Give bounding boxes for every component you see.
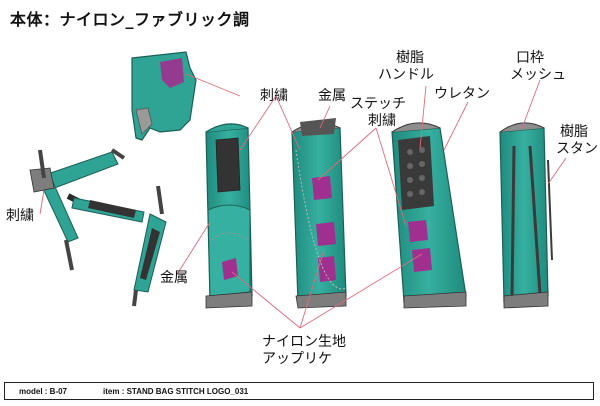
bag-front-view bbox=[205, 123, 253, 309]
label-mouth-frame-1: 口枠 bbox=[516, 50, 544, 66]
hood-cover bbox=[131, 51, 197, 141]
page-title: 本体：ナイロン_ファブリック調 bbox=[10, 10, 250, 29]
label-stitch-embroidery-1: ステッチ bbox=[350, 96, 406, 112]
label-resin-stand-2: スタンド bbox=[556, 141, 600, 157]
leader-lines bbox=[39, 73, 567, 329]
label-urethane: ウレタン bbox=[434, 86, 490, 102]
label-nylon-2: アップリケ bbox=[262, 351, 332, 367]
bag-stand-view bbox=[499, 122, 553, 309]
label-resin-handle-1: 樹脂 bbox=[396, 50, 424, 66]
label-nylon-1: ナイロン生地 bbox=[262, 334, 346, 350]
label-embroidery-left: 刺繍 bbox=[6, 208, 34, 224]
label-embroidery-top: 刺繍 bbox=[260, 88, 288, 104]
bag-back-view bbox=[391, 122, 467, 309]
label-resin-stand-1: 樹脂 bbox=[560, 124, 588, 140]
bag-side-view bbox=[291, 118, 347, 309]
label-metal-bottom: 金属 bbox=[160, 270, 188, 286]
item-name: item : STAND BAG STITCH LOGO_031 bbox=[103, 386, 249, 396]
label-resin-handle-2: ハンドル bbox=[378, 67, 434, 83]
label-stitch-embroidery-2: 刺繍 bbox=[368, 113, 396, 129]
hip-strap bbox=[71, 185, 167, 307]
model-code: model : B-07 bbox=[19, 386, 68, 396]
shoulder-strap bbox=[29, 148, 126, 271]
spec-footer: model : B-07 item : STAND BAG STITCH LOG… bbox=[4, 382, 594, 400]
label-metal-top: 金属 bbox=[318, 88, 346, 104]
golf-bag-illustration bbox=[29, 51, 567, 329]
label-mouth-frame-2: メッシュ bbox=[510, 67, 566, 83]
